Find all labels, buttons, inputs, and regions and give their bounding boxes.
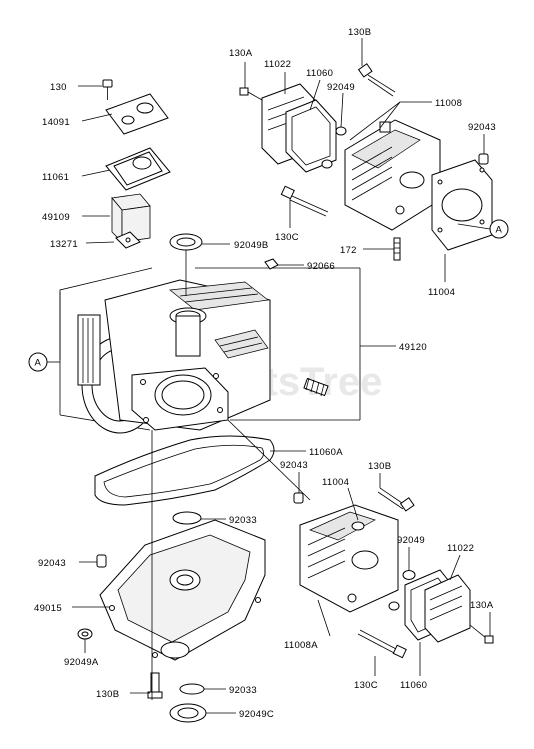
head-cover-11022-bottom-part bbox=[424, 574, 471, 643]
label-92049-bot: 92049 bbox=[397, 535, 425, 546]
label-49015: 49015 bbox=[34, 603, 62, 614]
label-92043-top: 92043 bbox=[468, 122, 496, 133]
stud-172-part bbox=[393, 237, 401, 261]
label-92043-mid: 92043 bbox=[280, 460, 308, 471]
plate-13271-part bbox=[115, 231, 141, 249]
gasket-11061-part bbox=[105, 147, 171, 191]
bolt-130B-bottom-part bbox=[147, 672, 163, 699]
label-130C-top: 130C bbox=[275, 232, 299, 243]
label-172: 172 bbox=[340, 245, 357, 256]
bolt-130A-top-part bbox=[239, 87, 263, 101]
label-130C-bot: 130C bbox=[354, 680, 378, 691]
label-13271: 13271 bbox=[50, 239, 78, 250]
label-130: 130 bbox=[50, 82, 67, 93]
bolt-130C-top-part bbox=[280, 185, 329, 217]
crankcase-cover-49015-part bbox=[99, 519, 266, 661]
svg-text:A: A bbox=[496, 225, 503, 236]
leader-lines bbox=[47, 38, 491, 714]
bolt-130B-mid-part bbox=[377, 487, 415, 512]
label-11022-top: 11022 bbox=[264, 59, 291, 70]
label-92049A: 92049A bbox=[64, 657, 99, 668]
bolt-130C-bottom-part bbox=[357, 629, 407, 659]
svg-text:A: A bbox=[35, 358, 42, 369]
seal-small-top-part bbox=[321, 159, 333, 169]
pin-92043-mid-part bbox=[293, 492, 304, 504]
label-11004-top: 11004 bbox=[428, 287, 455, 298]
gasket-11060-top-part bbox=[285, 99, 337, 173]
bolt-130B-top-part bbox=[357, 63, 396, 97]
label-11004-bot: 11004 bbox=[322, 477, 349, 488]
plate-14091-part bbox=[105, 93, 169, 135]
label-130B-bot: 130B bbox=[96, 689, 119, 700]
pin-92043-left-part bbox=[96, 554, 107, 568]
bolt-130-part bbox=[102, 79, 113, 100]
seal-small-bottom-part bbox=[388, 601, 400, 611]
label-130B-mid: 130B bbox=[368, 461, 391, 472]
bolt-130A-bottom-part bbox=[469, 624, 494, 644]
seal-92049-bottom-part bbox=[402, 570, 416, 580]
label-11008A: 11008A bbox=[284, 640, 318, 651]
label-11060-bot: 11060 bbox=[400, 680, 427, 691]
label-130A-bot: 130A bbox=[470, 600, 494, 611]
seal-92049C-part bbox=[169, 703, 207, 723]
callout-labels: 130 14091 11061 49109 13271 92049B 92066… bbox=[34, 27, 496, 720]
label-11061: 11061 bbox=[42, 172, 69, 183]
oring-92033-top-part bbox=[172, 511, 202, 525]
seal-92049-top-part bbox=[335, 126, 347, 136]
gasket-11060A-part bbox=[94, 435, 275, 506]
label-92043-left: 92043 bbox=[38, 558, 66, 569]
oring-92033-bottom-part bbox=[179, 683, 205, 695]
label-49109: 49109 bbox=[42, 212, 70, 223]
seal-92049A-part bbox=[77, 628, 93, 640]
label-92049B: 92049B bbox=[234, 240, 269, 251]
label-92049C: 92049C bbox=[239, 709, 274, 720]
head-gasket-11004-top-part bbox=[431, 159, 493, 251]
label-92066: 92066 bbox=[307, 261, 335, 272]
pin-92043-top-part bbox=[478, 153, 489, 165]
label-11022-bot: 11022 bbox=[447, 543, 474, 554]
label-11060-top: 11060 bbox=[306, 68, 333, 79]
label-11060A: 11060A bbox=[309, 447, 343, 458]
label-14091: 14091 bbox=[42, 117, 70, 128]
label-92033-bot: 92033 bbox=[229, 685, 257, 696]
cylinder-head-11008-part bbox=[344, 119, 441, 231]
reference-circle-a-left: A bbox=[28, 352, 48, 372]
label-92033-top: 92033 bbox=[229, 515, 257, 526]
plug-92066-part bbox=[264, 258, 279, 270]
reference-circle-a-right: A bbox=[489, 219, 509, 239]
label-49120: 49120 bbox=[399, 342, 427, 353]
label-130B-top: 130B bbox=[348, 27, 371, 38]
seal-92049B-part bbox=[169, 233, 203, 251]
cylinder-head-11008A-part bbox=[299, 504, 399, 613]
label-130A-top: 130A bbox=[229, 48, 253, 59]
crankcase-49120-part bbox=[59, 267, 361, 434]
label-11008: 11008 bbox=[435, 98, 462, 109]
label-92049-top: 92049 bbox=[327, 82, 355, 93]
